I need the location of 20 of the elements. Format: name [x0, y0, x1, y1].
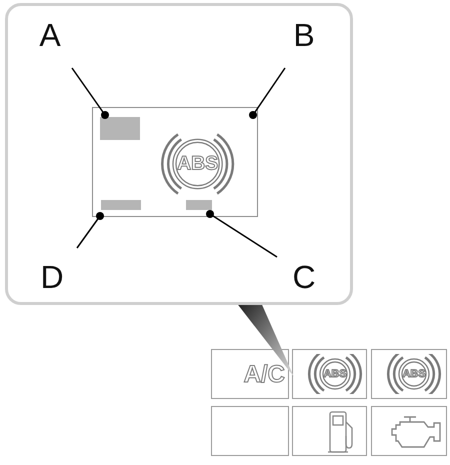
- indicator-tile: [371, 349, 447, 399]
- abs-symbol-text: ABS: [177, 152, 218, 176]
- indicator-tile: [292, 349, 367, 399]
- callout-letter: D: [36, 260, 68, 296]
- callout-letter: A: [34, 18, 66, 54]
- leader-line: [249, 68, 286, 119]
- abs-symbol-text: ABS: [324, 368, 346, 380]
- leader-line: [206, 210, 278, 258]
- callout-letter: C: [288, 260, 320, 296]
- indicator-tile: [211, 406, 289, 456]
- ac-symbol-text: A/C: [244, 361, 285, 389]
- abs-symbol-text: ABS: [402, 368, 426, 380]
- warning-light-panel: [92, 107, 258, 217]
- leader-line: [71, 68, 109, 119]
- callout-pointer: [238, 305, 294, 377]
- indicator-tile: [211, 349, 289, 399]
- callout-letter: B: [288, 18, 320, 54]
- indicator-tile: [371, 406, 447, 456]
- indicator-tile: [292, 406, 367, 456]
- leader-line: [76, 212, 104, 248]
